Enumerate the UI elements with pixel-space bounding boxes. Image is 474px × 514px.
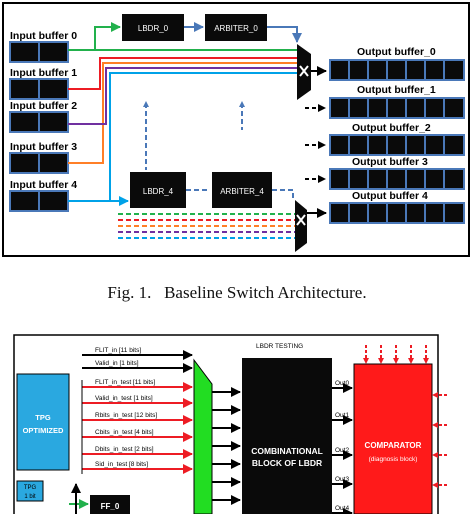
tpg-small-sub: 1 bit [24, 494, 36, 500]
signal-label-0: FLIT_in [11 bits] [95, 347, 141, 354]
output-buffer-2 [329, 134, 465, 156]
input-buffer-1 [9, 78, 69, 100]
comparator-top-arrowheads [363, 358, 429, 364]
comb-label-line2: BLOCK OF LBDR [252, 458, 322, 468]
output-label-1: Output buffer_1 [357, 84, 436, 96]
caption-text: Baseline Switch Architecture. [164, 283, 367, 302]
output-label-0: Output buffer_0 [357, 46, 436, 58]
signal-label-1: Valid_in [1 bits] [95, 360, 139, 367]
signal-label-3: Valid_in_test [1 bits] [95, 395, 153, 402]
out-label-2: Out2 [335, 447, 349, 454]
tpg-optimized-block [16, 373, 70, 471]
arbiter-4-label: ARBITER_4 [220, 187, 264, 196]
lbdr-4-block [130, 172, 186, 208]
tpg-title: TPG [35, 413, 51, 422]
crossbar-4 [295, 200, 307, 252]
signal-label-7: Sid_in_test [8 bits] [95, 461, 148, 468]
output-buffer-1 [329, 97, 465, 119]
output-arrowhead-2 [318, 141, 326, 149]
arbiter-0-block [205, 14, 267, 41]
comparator-block [353, 363, 433, 514]
dashed-output-arrows [305, 107, 318, 180]
out-label-3: Out3 [335, 476, 349, 483]
lbdr-testing-title: LBDR TESTING [256, 343, 303, 350]
input-buffer-4 [9, 190, 69, 212]
input-label-1: Input buffer 1 [10, 67, 77, 79]
signal-label-6: Dbits_in_test [2 bits] [95, 446, 154, 453]
output-buffer-4 [329, 202, 465, 224]
input-buffer-3 [9, 152, 69, 174]
input-label-3: Input buffer 3 [10, 141, 77, 153]
orange-route [68, 62, 300, 164]
comb-to-comparator-arrows [332, 383, 353, 514]
ff-0-block [90, 495, 130, 514]
output-buffer-3 [329, 168, 465, 190]
tpg-subtitle: OPTIMIZED [23, 426, 64, 435]
ff-0-label: FF_0 [101, 502, 120, 511]
comparator-top-inputs [365, 345, 427, 358]
green-mux [193, 358, 213, 514]
out-label-0: Out0 [335, 380, 349, 387]
comparator-subtitle: (diagnosis block) [369, 456, 418, 463]
signal-label-2: FLIT_in_test [11 bits] [95, 379, 155, 386]
dashed-up-arrow-2 [239, 101, 245, 107]
crossbar-4-x-icon [296, 214, 306, 226]
output-label-2: Output buffer_2 [352, 122, 431, 134]
arbiter-4-block [212, 172, 272, 208]
signal-label-5: Cbits_in_test [4 bits] [95, 429, 154, 436]
output-label-4: Output buffer 4 [352, 190, 428, 202]
tpg-1bit-block [16, 480, 44, 502]
mux-to-comb-arrows [212, 387, 241, 505]
output-arrowhead-1 [318, 104, 326, 112]
caption-label: Fig. 1. [107, 283, 152, 302]
figure-caption: Fig. 1. Baseline Switch Architecture. [0, 283, 474, 303]
lbdr-4-label: LBDR_4 [143, 187, 174, 196]
figure2-frame [13, 334, 439, 514]
crossbar-0-x-icon [299, 65, 309, 77]
comparator-right-inputs [438, 394, 447, 486]
arbiter0-to-crossbar-arrow [267, 26, 302, 43]
comb-label-line1: COMBINATIONAL [251, 446, 323, 456]
dashed-colored-inputs [118, 213, 296, 239]
comparator-right-arrowheads [432, 392, 438, 488]
dashed-control-lines [145, 103, 294, 200]
input-label-0: Input buffer 0 [10, 30, 77, 42]
dashed-up-arrow-1 [143, 101, 149, 107]
signal-arrows [82, 350, 193, 474]
red-route [68, 57, 300, 90]
combinational-block [242, 358, 332, 514]
purple-route [68, 67, 300, 125]
output-label-3: Output buffer 3 [352, 156, 428, 168]
signal-label-4: Rbits_in_test [12 bits] [95, 412, 157, 419]
arbiter-0-label: ARBITER_0 [214, 24, 258, 33]
blue-route [68, 72, 300, 202]
out-label-1: Out1 [335, 412, 349, 419]
figure1-frame [2, 2, 470, 257]
lbdr-0-block [122, 14, 184, 41]
out-label-4: Out4 [335, 505, 349, 512]
tpg-small-title: TPG [24, 485, 37, 491]
input-buffer-0 [9, 41, 69, 63]
lbdr-0-label: LBDR_0 [138, 24, 169, 33]
output-arrowhead-3 [318, 175, 326, 183]
input-label-4: Input buffer 4 [10, 179, 77, 191]
output-buffer-0 [329, 59, 465, 81]
input-buffer-2 [9, 111, 69, 133]
input-label-2: Input buffer 2 [10, 100, 77, 112]
comparator-title: COMPARATOR [365, 441, 422, 450]
